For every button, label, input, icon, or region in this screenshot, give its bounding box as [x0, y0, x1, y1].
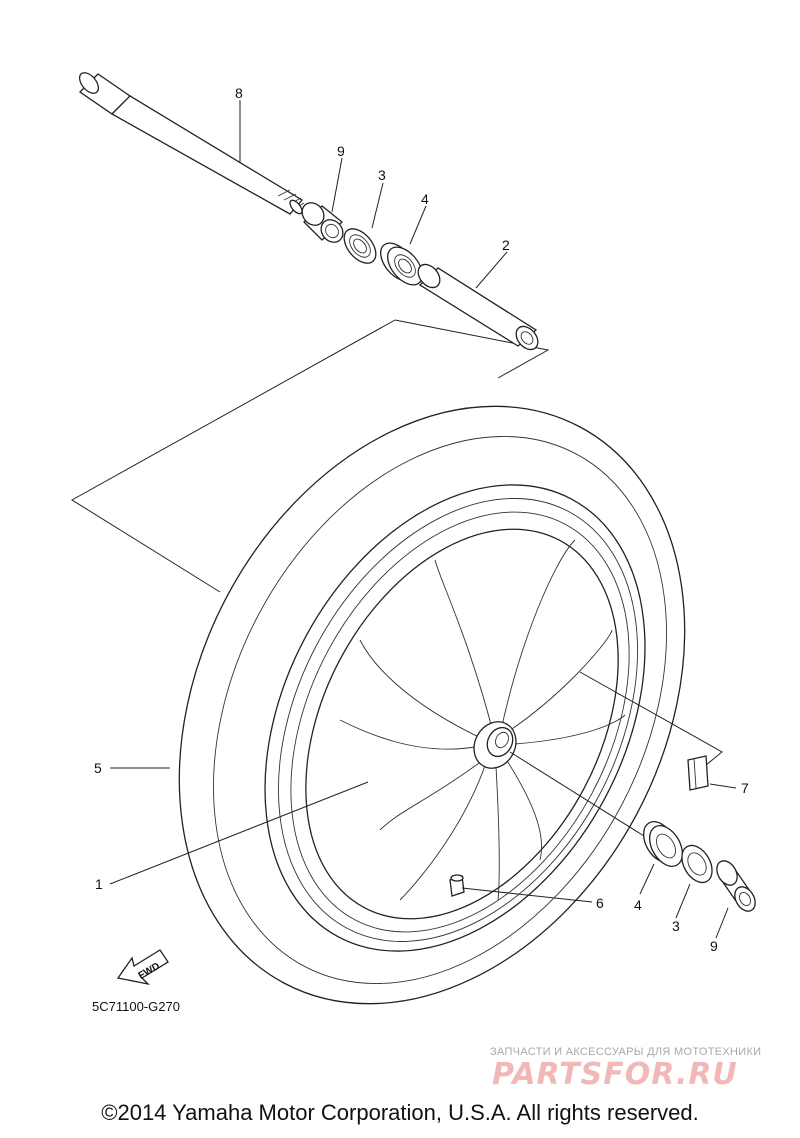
- callout-7: 7: [741, 780, 749, 796]
- callout-1: 1: [95, 876, 103, 892]
- callout-2: 2: [502, 237, 510, 253]
- leader-6: [461, 887, 593, 903]
- leader-7: [709, 783, 737, 789]
- balance-weight: [687, 755, 709, 791]
- bearing-top: [380, 242, 423, 286]
- callout-4-top: 4: [421, 191, 429, 207]
- collar-top: [301, 202, 344, 243]
- oil-seal-top: [343, 228, 377, 264]
- watermark-brand: PARTSFOR.RU: [492, 1057, 738, 1092]
- leader-4-top: [409, 205, 427, 245]
- watermark-tagline: ЗАПЧАСТИ И АКСЕССУАРЫ ДЛЯ МОТОТЕХНИКИ: [490, 1046, 761, 1058]
- leader-3-bottom: [675, 883, 691, 919]
- leader-1: [109, 781, 369, 885]
- leader-3-top: [371, 182, 384, 229]
- callout-6: 6: [596, 895, 604, 911]
- oil-seal-bottom: [681, 844, 713, 884]
- fwd-arrow-icon: FWD: [116, 949, 169, 986]
- valve: [449, 874, 465, 897]
- axle: [78, 72, 305, 215]
- copyright-notice: ©2014 Yamaha Motor Corporation, U.S.A. A…: [101, 1100, 699, 1125]
- callout-8: 8: [235, 85, 243, 101]
- leader-9-top: [331, 157, 343, 213]
- callout-3-bottom: 3: [672, 918, 680, 934]
- tire: [178, 405, 686, 1005]
- callout-3-top: 3: [378, 167, 386, 183]
- leader-4-bottom: [639, 863, 655, 895]
- leader-hub: [509, 751, 645, 837]
- collar-bottom: [716, 860, 756, 912]
- spacer: [417, 263, 539, 351]
- group-outline: [71, 319, 723, 771]
- bearing-bottom: [642, 821, 684, 867]
- leader-2: [475, 251, 508, 289]
- callout-5: 5: [94, 760, 102, 776]
- callout-9-bottom: 9: [710, 938, 718, 954]
- callout-9-top: 9: [337, 143, 345, 159]
- wheel: [264, 484, 646, 952]
- part-code: 5C71100-G270: [92, 999, 180, 1014]
- callout-4-bottom: 4: [634, 897, 642, 913]
- leader-9-bottom: [715, 907, 729, 939]
